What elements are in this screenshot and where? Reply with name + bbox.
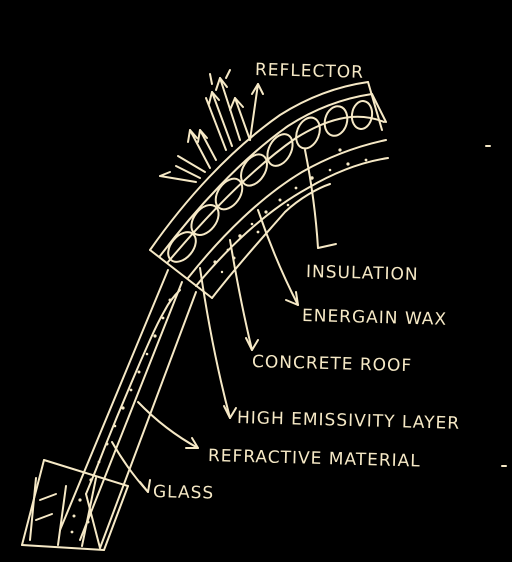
label-glass: GLASS xyxy=(152,482,215,504)
label-insulation: INSULATION xyxy=(305,262,419,285)
incoming-rays xyxy=(159,69,251,183)
reflector-layer xyxy=(149,81,387,257)
glass-wall xyxy=(59,269,197,549)
base-frame xyxy=(21,459,129,551)
wax-concrete-layer xyxy=(149,148,389,299)
edge-ticks xyxy=(485,145,507,467)
label-energain-wax: ENERGAIN WAX xyxy=(301,306,448,330)
label-reflector: REFLECTOR xyxy=(254,60,365,83)
insulation-layer xyxy=(167,100,387,279)
label-concrete-roof: CONCRETE ROOF xyxy=(251,352,413,377)
leader-lines xyxy=(111,83,337,493)
refractive-dots xyxy=(89,298,172,482)
